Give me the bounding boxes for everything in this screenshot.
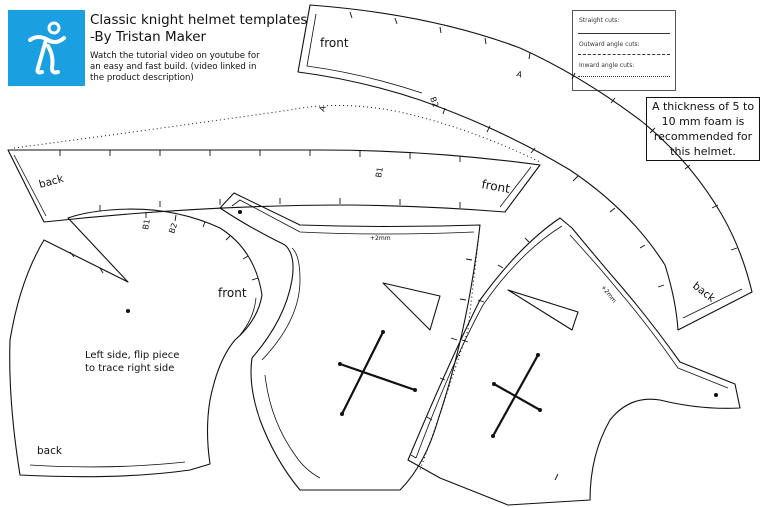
long-strip-back-label: back — [38, 173, 66, 191]
page-title: Classic knight helmet templates -By Tris… — [90, 12, 307, 46]
long-strip-mark-b1: B1 — [374, 166, 385, 178]
visor-left-allowance: +2mm — [370, 235, 391, 242]
long-strip-ticks — [59, 150, 461, 211]
tutorial-description: Watch the tutorial video on youtube for … — [90, 51, 260, 84]
visor-left-piece — [219, 192, 481, 491]
side-piece-instruction-2: to trace right side — [85, 363, 174, 374]
side-piece-mark-b1: B1 — [141, 218, 152, 230]
long-strip-mark-a: A — [317, 104, 328, 113]
legend-straight-line — [578, 33, 670, 34]
legend-outward-label: Outward angle cuts: — [579, 41, 640, 48]
visor-right-cross — [492, 354, 541, 437]
right-strip-back-label: back — [690, 280, 718, 305]
desc-line-3: the product description) — [90, 73, 194, 83]
title-line-1: Classic knight helmet templates — [90, 12, 308, 28]
side-piece-ticks — [69, 212, 259, 281]
visor-left-ticks — [410, 258, 473, 459]
side-piece-front-label: front — [218, 286, 247, 300]
desc-line-2: an easy and fast build. (video linked in — [90, 62, 257, 72]
cut-legend: Straight cuts: Outward angle cuts: Inwar… — [572, 10, 676, 91]
dancer-icon — [28, 21, 66, 75]
title-line-2: -By Tristan Maker — [90, 29, 207, 45]
visor-right-allowance: +2mm — [599, 284, 617, 305]
legend-outward-line — [578, 54, 670, 55]
foam-thickness-note: A thickness of 5 to 10 mm foam is recomm… — [646, 97, 760, 161]
top-strip-mark-a: A — [515, 69, 523, 79]
side-piece — [9, 208, 263, 478]
side-piece-instruction-1: Left side, flip piece — [85, 350, 179, 361]
visor-right-ticks — [461, 237, 559, 481]
top-strip-mark-b2: B2 — [428, 96, 440, 109]
top-strip-ticks — [349, 11, 738, 288]
side-piece-mark-b2: B2 — [167, 222, 179, 235]
foam-thickness-text: A thickness of 5 to 10 mm foam is recomm… — [651, 100, 755, 158]
visor-right-piece — [407, 217, 741, 506]
long-strip-piece — [7, 104, 541, 223]
side-piece-back-label: back — [37, 445, 63, 457]
legend-inward-label: Inward angle cuts: — [579, 62, 635, 69]
visor-left-cross — [339, 331, 416, 415]
brand-logo — [8, 10, 85, 86]
desc-line-1: Watch the tutorial video on youtube for — [90, 51, 260, 61]
top-strip-piece — [297, 4, 753, 331]
long-strip-front-label: front — [480, 177, 511, 196]
top-strip-front-label: front — [320, 36, 349, 50]
legend-inward-line — [578, 76, 670, 77]
legend-straight-label: Straight cuts: — [579, 17, 620, 24]
